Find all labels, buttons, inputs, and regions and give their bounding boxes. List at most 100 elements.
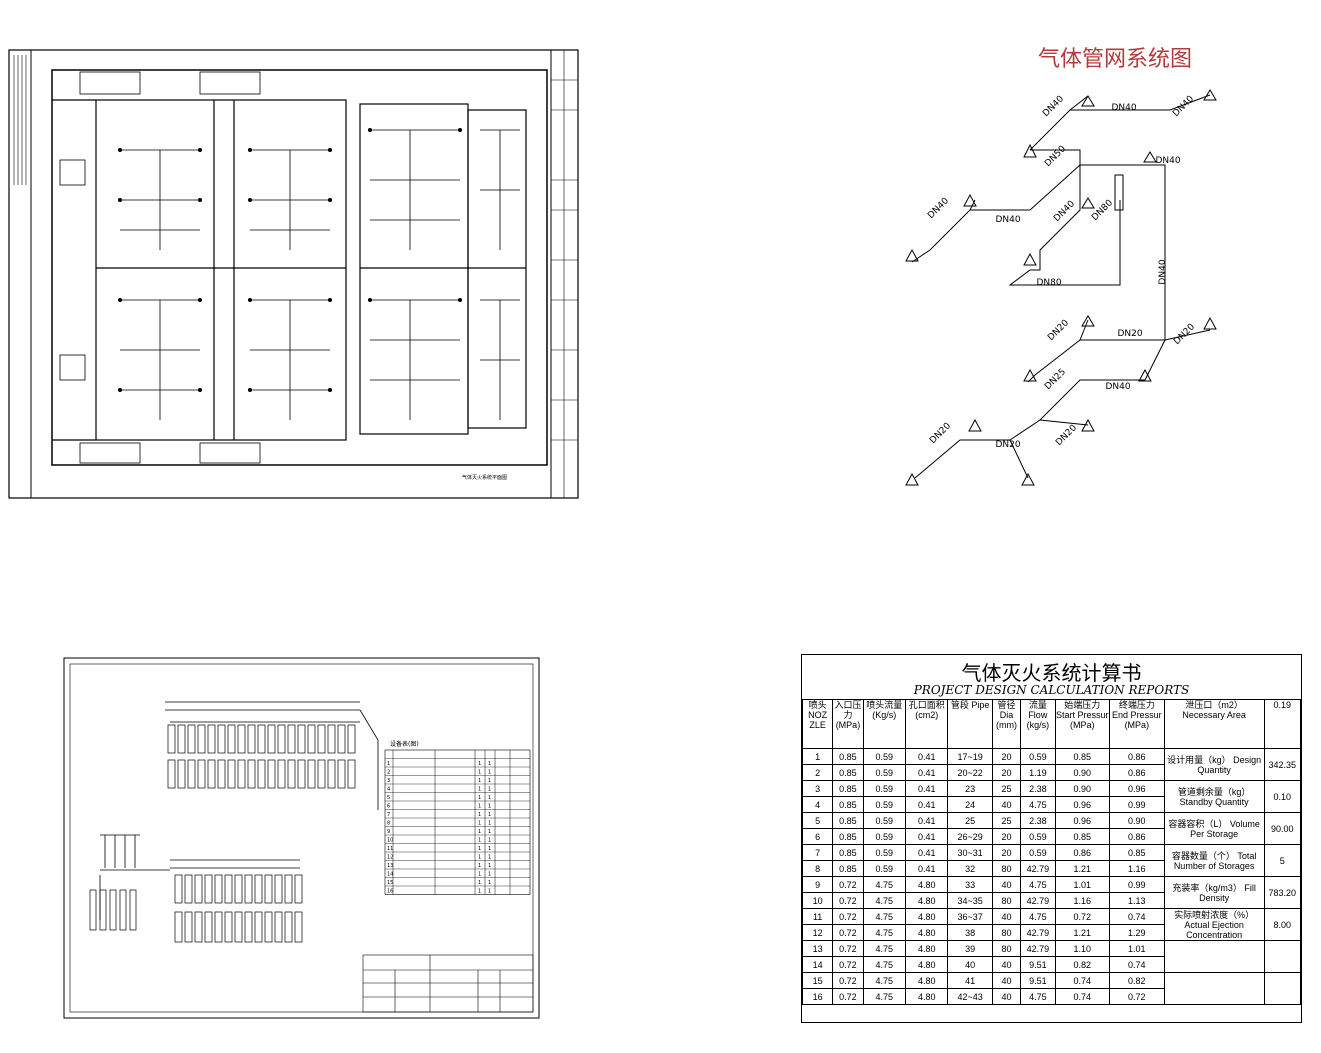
table-cell: 4.75: [1020, 988, 1056, 1005]
gas-cylinder: [284, 874, 293, 904]
equipment-table-cell: 1: [478, 812, 481, 818]
side-value-cell: 0.10: [1263, 780, 1302, 813]
table-cell: 0.59: [862, 828, 907, 845]
floor-plan-caption: 气体灭火系统平面图: [462, 474, 507, 481]
pipe-size-label: DN40: [1105, 382, 1130, 392]
side-value-cell: 783.20: [1263, 876, 1302, 909]
table-cell: 0.74: [1054, 988, 1111, 1005]
gas-cylinder: [217, 724, 226, 754]
equipment-table-cell: 15: [387, 880, 393, 886]
equipment-table-cell: 1: [478, 778, 481, 784]
gas-cylinder: [277, 724, 286, 754]
table-cell: 8: [801, 860, 834, 877]
equipment-table-cell: 11: [387, 846, 393, 852]
gas-cylinder: [177, 759, 186, 789]
table-header-cell: 管段 Pipe: [947, 699, 993, 749]
pipe-size-label: DN20: [1117, 329, 1142, 339]
gas-cylinder: [267, 724, 276, 754]
table-cell: 4.75: [1020, 908, 1056, 925]
pipe-size-label: DN40: [1171, 94, 1196, 119]
table-cell: 0.72: [832, 908, 864, 925]
building-walls: [52, 99, 527, 441]
gas-cylinder: [174, 874, 183, 904]
table-cell: 4.75: [1020, 796, 1056, 813]
equipment-table-cell: 1: [488, 889, 491, 895]
table-header-cell: 管径 Dia (mm): [991, 699, 1022, 749]
table-cell: 0.72: [832, 892, 864, 909]
table-cell: 0.85: [1109, 844, 1165, 861]
table-cell: 42~43: [947, 988, 993, 1005]
table-cell: 1.16: [1054, 892, 1111, 909]
gas-cylinder: [347, 724, 356, 754]
table-cell: 0.41: [905, 748, 949, 765]
pipe-size-label: DN40: [1052, 199, 1077, 224]
table-cell: 4.75: [862, 908, 907, 925]
equipment-table-cell: 1: [478, 838, 481, 844]
equipment-table-cell: 1: [488, 761, 491, 767]
table-cell: 0.85: [1054, 828, 1111, 845]
table-cell: 0.86: [1109, 828, 1165, 845]
gas-cylinder: [287, 724, 296, 754]
table-cell: 9: [801, 876, 834, 893]
title-block: [550, 49, 579, 499]
table-cell: 0.74: [1054, 972, 1111, 989]
equipment-table-cell: 1: [488, 787, 491, 793]
pipe-size-label: DN40: [1155, 156, 1180, 166]
table-cell: 6: [801, 828, 834, 845]
gas-cylinder: [284, 911, 293, 943]
pipe-size-label: DN20: [928, 421, 953, 446]
pipe-size-label: DN25: [1043, 367, 1068, 392]
gas-cylinder: [297, 724, 306, 754]
table-cell: 4.80: [905, 876, 949, 893]
gas-cylinder: [274, 874, 283, 904]
calculation-report: 气体灭火系统计算书 PROJECT DESIGN CALCULATION REP…: [801, 654, 1302, 1023]
gas-cylinder: [307, 724, 316, 754]
table-header-cell: 孔口面积 (cm2): [905, 699, 949, 749]
table-cell: 24: [947, 796, 993, 813]
table-cell: 36~37: [947, 908, 993, 925]
gas-cylinder: [184, 911, 193, 943]
table-cell: 0.72: [832, 924, 864, 941]
table-cell: 11: [801, 908, 834, 925]
table-cell: 1.01: [1109, 940, 1165, 957]
table-cell: 0.72: [832, 956, 864, 973]
equipment-table-cell: 1: [488, 829, 491, 835]
equipment-table-cell: 1: [478, 846, 481, 852]
table-cell: 4.75: [862, 876, 907, 893]
table-cell: 0.41: [905, 780, 949, 797]
pipe-size-label: DN80: [1036, 278, 1061, 288]
table-cell: 4.75: [862, 892, 907, 909]
table-cell: 0.85: [832, 844, 864, 861]
table-cell: 0.85: [832, 860, 864, 877]
gas-cylinder: [317, 759, 326, 789]
gas-cylinder: [307, 759, 316, 789]
table-cell: 0.74: [1109, 956, 1165, 973]
table-cell: 0.72: [832, 940, 864, 957]
pipe-lines: [911, 94, 1211, 479]
pipe-size-label: DN40: [1041, 94, 1066, 119]
table-cell: 0.99: [1109, 796, 1165, 813]
table-cell: 80: [991, 940, 1022, 957]
table-cell: 4.80: [905, 988, 949, 1005]
gas-cylinder: [194, 874, 203, 904]
gas-cylinder: [234, 874, 243, 904]
gas-cylinder: [237, 724, 246, 754]
nozzle-triangles: [905, 89, 1217, 486]
table-cell: 80: [991, 924, 1022, 941]
gas-cylinder: [297, 759, 306, 789]
gas-cylinder: [227, 759, 236, 789]
table-cell: 9.51: [1020, 956, 1056, 973]
table-cell: 40: [991, 956, 1022, 973]
table-cell: 4.75: [1020, 876, 1056, 893]
floor-plan-left-strip: [8, 49, 32, 499]
table-cell: 7: [801, 844, 834, 861]
gas-cylinder: [237, 759, 246, 789]
gas-cylinder: [207, 724, 216, 754]
